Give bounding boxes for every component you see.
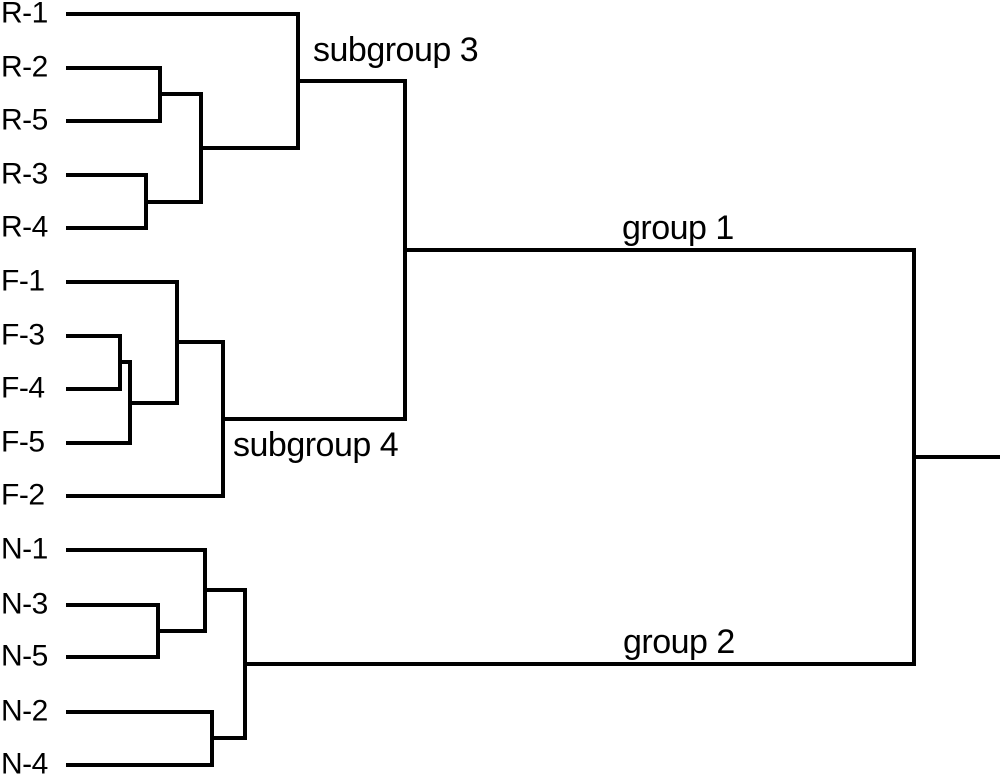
- leaf-label: R-3: [1, 157, 48, 191]
- leaf-label: N-4: [1, 747, 48, 778]
- leaf-label: N-1: [1, 532, 48, 566]
- leaf-label: R-1: [1, 0, 48, 30]
- leaf-label: F-4: [1, 371, 45, 405]
- annotation-subgroup-3: subgroup 3: [313, 31, 479, 69]
- leaf-label: R-4: [1, 210, 48, 244]
- annotation-group-2: group 2: [623, 623, 735, 661]
- leaf-label: N-2: [1, 694, 48, 728]
- annotation-subgroup-4: subgroup 4: [233, 426, 399, 464]
- leaf-label: F-1: [1, 264, 45, 298]
- leaf-label: F-3: [1, 318, 45, 352]
- leaf-label: N-5: [1, 639, 48, 673]
- leaf-label: R-5: [1, 103, 48, 137]
- annotation-group-1: group 1: [622, 209, 734, 247]
- leaf-label: F-2: [1, 478, 45, 512]
- leaf-label: F-5: [1, 425, 45, 459]
- leaf-label: N-3: [1, 587, 48, 621]
- leaf-label: R-2: [1, 50, 48, 84]
